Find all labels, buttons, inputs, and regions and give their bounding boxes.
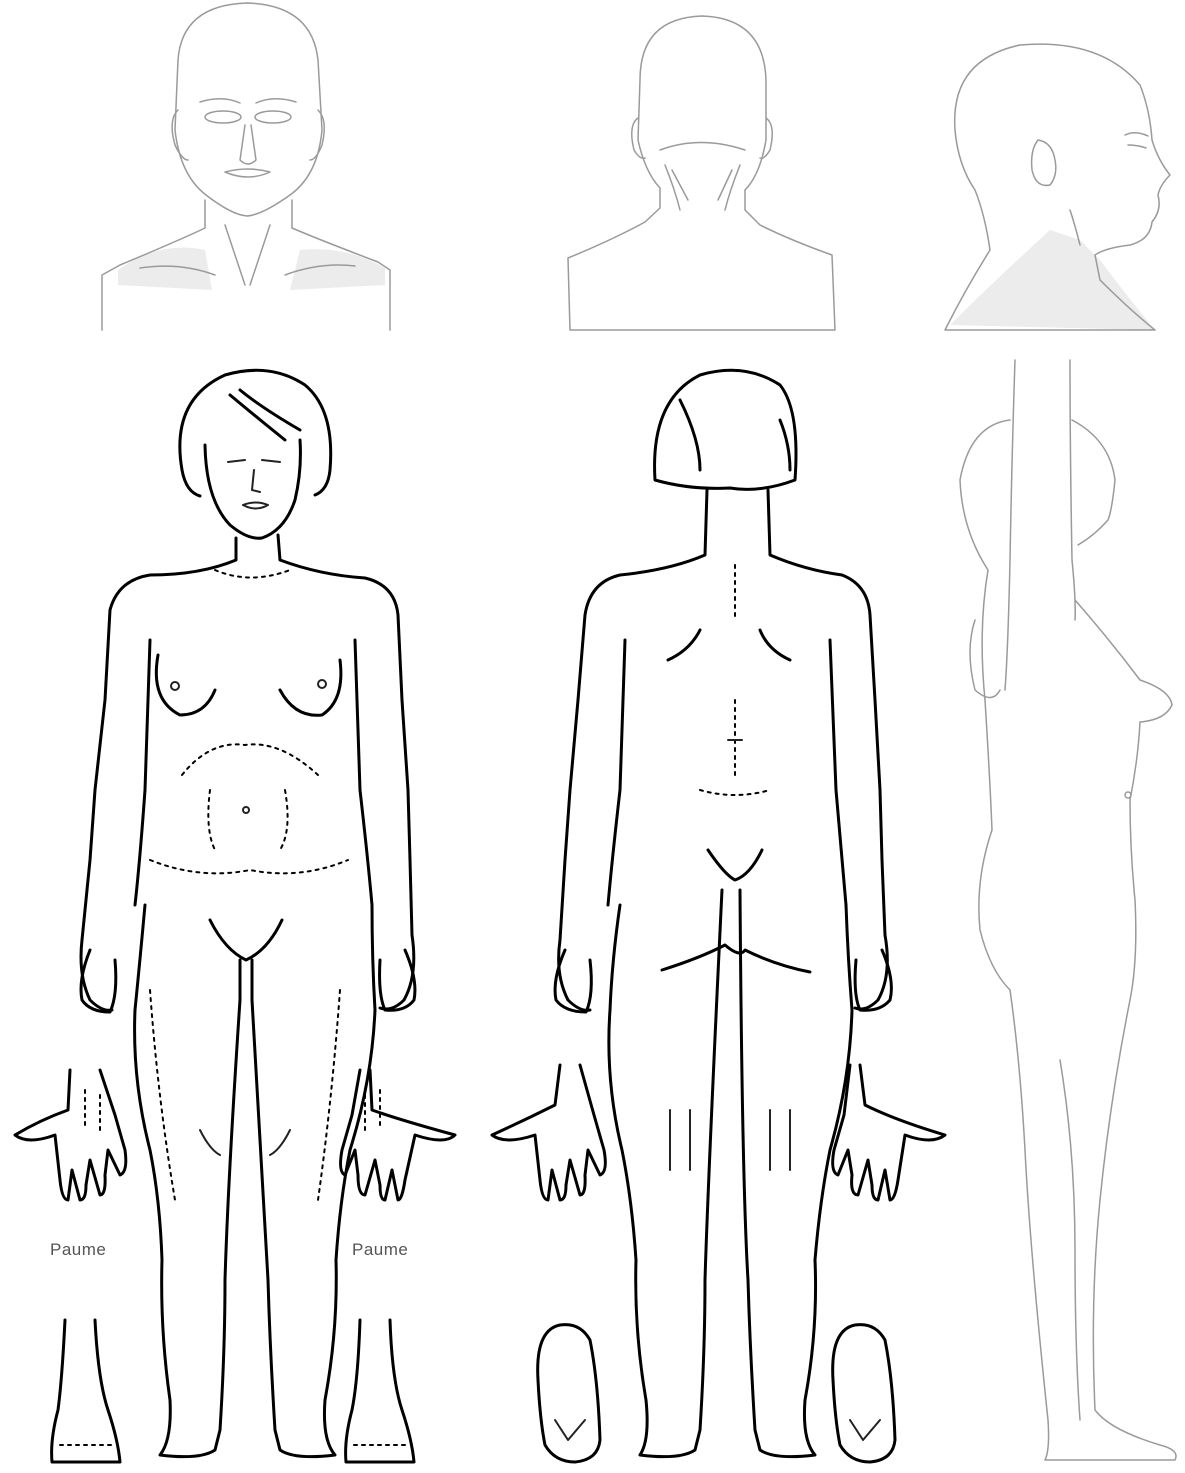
foot-left-front <box>52 1320 120 1462</box>
head-front-view <box>102 3 390 330</box>
foot-sole-left <box>538 1325 600 1462</box>
body-front-view <box>81 370 415 1456</box>
head-back-view <box>568 16 835 330</box>
body-back-view <box>555 370 891 1456</box>
foot-right-front <box>346 1320 414 1462</box>
hand-left-front <box>15 1070 126 1200</box>
hand-right-back <box>833 1065 945 1200</box>
head-profile-view <box>945 44 1170 330</box>
hand-left-back <box>492 1065 605 1200</box>
body-profile-view <box>960 360 1176 1460</box>
hand-right-front <box>341 1070 455 1200</box>
palm-label-right: Paume <box>352 1240 408 1260</box>
palm-label-left: Paume <box>50 1240 106 1260</box>
foot-sole-right <box>833 1325 895 1462</box>
